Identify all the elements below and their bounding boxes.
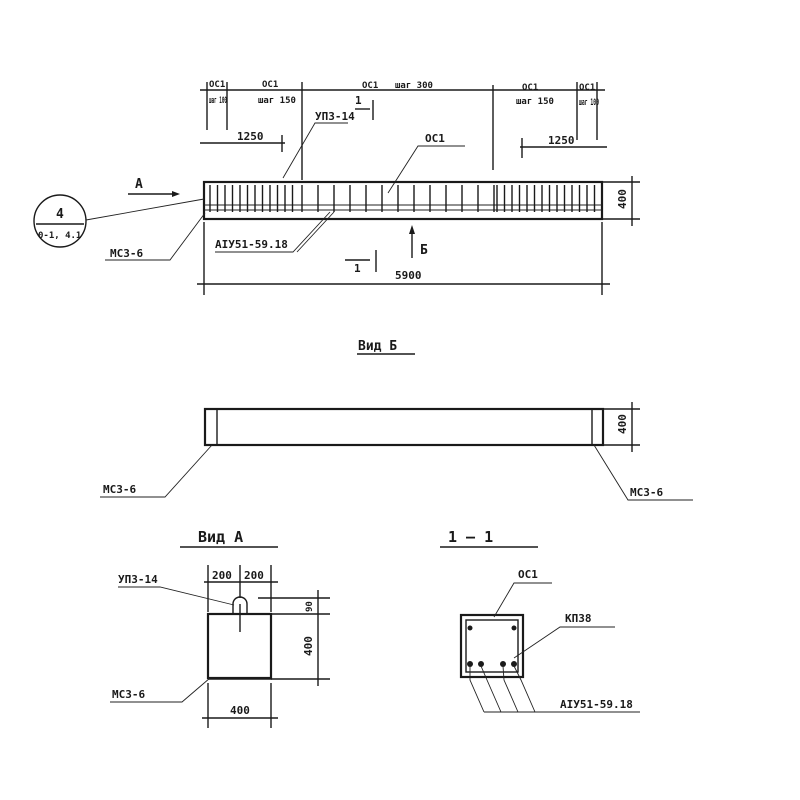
section-frame-label: КП38 xyxy=(565,612,592,625)
beam-elevation: ОС1 шаг 100 ОС1 шаг 150 ОС1 шаг 300 ОС1 … xyxy=(33,80,640,295)
rebar-label: АIУ51-59.18 xyxy=(215,238,288,251)
beam-plan-outline xyxy=(203,407,605,447)
view-a-plate-label: МС3-6 xyxy=(112,688,145,701)
view-a-dim-right: 200 xyxy=(244,569,264,582)
spacing-step-3: шаг 300 xyxy=(395,81,433,91)
beam-height-dim: 400 xyxy=(616,189,629,209)
section-rebar-label: АIУ51-59.18 xyxy=(560,698,633,711)
view-b-title: Вид Б xyxy=(358,339,397,354)
spacing-step-5: шаг 100 xyxy=(579,98,599,108)
stirrup-outline xyxy=(465,619,519,673)
view-a-loop-dim: 90 xyxy=(305,601,315,612)
view-b-height-dim: 400 xyxy=(616,414,629,434)
section-mark-bottom: 1 xyxy=(354,262,361,275)
rebar-leaders xyxy=(469,665,640,713)
spacing-bar-3: ОС1 xyxy=(362,81,378,91)
section-1-1: 1 — 1 ОС1 КП38 АIУ51-59.18 xyxy=(440,528,640,713)
view-a-width-dim: 400 xyxy=(230,704,250,717)
section-outline xyxy=(459,613,525,679)
view-a: Вид А 200 200 УП3-14 90 400 МС3-6 400 xyxy=(110,528,330,728)
spacing-bar-2: ОС1 xyxy=(262,80,278,90)
spacing-bar-4: ОС1 xyxy=(522,83,538,93)
detail-callout xyxy=(33,194,87,248)
view-b-arrow-label: Б xyxy=(420,243,428,258)
beam-outline xyxy=(202,180,604,221)
section-mark-top: 1 xyxy=(355,94,362,107)
beam-length-dim: 5900 xyxy=(395,269,422,282)
rebar-dots xyxy=(467,625,517,667)
view-b-plate-left: МС3-6 xyxy=(103,483,136,496)
view-a-loop-label: УП3-14 xyxy=(118,573,158,586)
lifting-loop-label: УП3-14 xyxy=(315,110,355,123)
callout-number: 4 xyxy=(56,207,64,222)
callout-sheet: 0-1, 4.1 xyxy=(38,231,81,241)
view-a-arrow-label: А xyxy=(135,177,143,192)
view-a-title: Вид А xyxy=(198,528,243,546)
view-b-plate-right: МС3-6 xyxy=(630,486,663,499)
view-a-height-dim: 400 xyxy=(302,636,315,656)
stirrups-group xyxy=(209,185,596,212)
view-b: Вид Б 400 МС3-6 МС3-6 xyxy=(100,339,693,501)
plate-label: МС3-6 xyxy=(110,247,143,260)
spacing-step-4: шаг 150 xyxy=(516,97,554,107)
stirrup-label: ОС1 xyxy=(425,132,445,145)
end-zone-right-dim: 1250 xyxy=(548,134,575,147)
spacing-step-2: шаг 150 xyxy=(258,96,296,106)
section-stirrup-label: ОС1 xyxy=(518,568,538,581)
spacing-bar-1: ОС1 xyxy=(209,80,225,90)
section-title: 1 — 1 xyxy=(448,528,493,546)
view-a-dim-left: 200 xyxy=(212,569,232,582)
spacing-step-1: шаг 100 xyxy=(209,96,227,106)
end-zone-left-dim: 1250 xyxy=(237,130,264,143)
spacing-bar-5: ОС1 xyxy=(579,83,595,93)
